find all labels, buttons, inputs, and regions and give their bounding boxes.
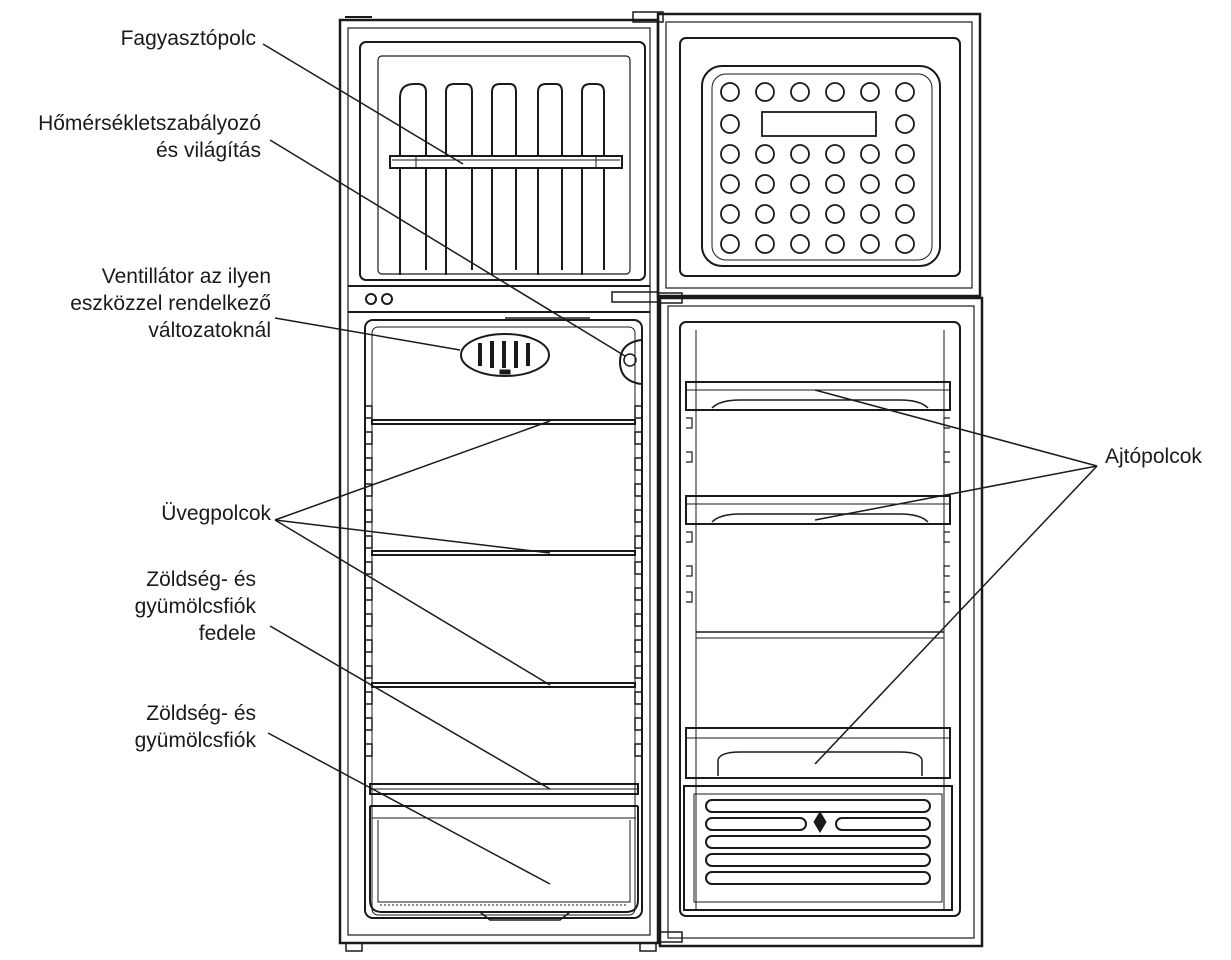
door-shelf-bottom — [686, 728, 950, 778]
freezer-door — [658, 14, 980, 296]
crisper-drawer — [370, 806, 638, 920]
shelf-supports-right — [635, 406, 641, 756]
label-freezer-shelf: Fagyasztópolc — [121, 25, 256, 52]
thermostat-light — [620, 340, 641, 384]
label-door-shelves: Ajtópolcok — [1105, 443, 1202, 470]
glass-shelves — [372, 420, 635, 687]
freezer-shelf — [390, 156, 622, 168]
label-crisper-lid: Zöldség- és gyümölcsfiók fedele — [135, 566, 256, 647]
shelf-supports-left — [366, 406, 372, 756]
hinges — [612, 12, 682, 942]
door-shelf-middle — [686, 496, 950, 602]
door-shelf-top — [686, 382, 950, 462]
label-fan: Ventillátor az ilyen eszközzel rendelkez… — [70, 263, 271, 344]
label-thermostat-light: Hőmérsékletszabályozó és világítás — [38, 110, 261, 164]
crisper-lid — [370, 784, 638, 794]
label-crisper-drawer: Zöldség- és gyümölcsfiók — [135, 700, 256, 754]
fridge-compartment — [365, 318, 642, 918]
door-vent-panel — [684, 786, 952, 910]
fan-vent — [461, 334, 549, 376]
label-glass-shelves: Üvegpolcok — [161, 500, 271, 527]
